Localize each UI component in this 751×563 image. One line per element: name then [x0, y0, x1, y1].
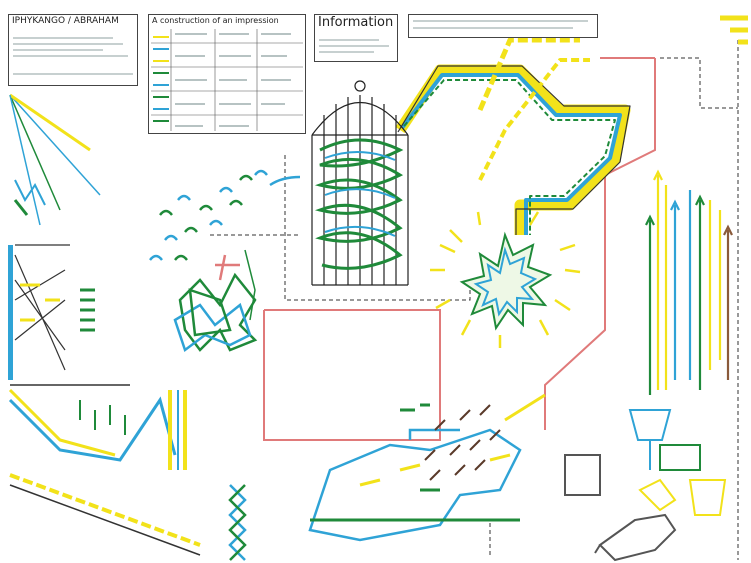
note-panel — [408, 14, 598, 38]
info-text-line — [319, 39, 379, 41]
river-arrows — [425, 405, 500, 480]
bottom-left-diagonals — [10, 475, 245, 560]
corner-bars — [720, 18, 748, 42]
info-text-line — [319, 51, 374, 53]
arrow-icon-group — [646, 172, 732, 395]
tangle-knot — [175, 250, 255, 350]
bird-icon-flock — [150, 171, 300, 260]
page-title: IPHYKANGO / ABRAHAM — [12, 16, 119, 26]
title-text-line — [13, 73, 133, 75]
note-text-line — [413, 20, 588, 22]
info-panel: Information — [314, 14, 398, 62]
burst-icon — [430, 212, 580, 348]
title-text-line — [13, 49, 103, 51]
river-outline — [310, 430, 520, 540]
title-panel: IPHYKANGO / ABRAHAM — [8, 14, 138, 86]
left-fan — [10, 95, 100, 225]
mid-left-zigzag — [10, 385, 185, 470]
cup-icon — [565, 410, 725, 515]
title-text-line — [13, 43, 123, 45]
title-text-line — [13, 55, 128, 57]
note-text-line — [413, 27, 573, 29]
pipe — [398, 40, 630, 235]
left-crossings — [8, 245, 95, 380]
title-text-line — [13, 37, 113, 39]
info-title: Information — [318, 15, 393, 30]
legend-swatches — [149, 15, 305, 133]
bottle-icon — [595, 515, 675, 560]
legend-panel: A construction of an impression — [148, 14, 306, 134]
info-text-line — [319, 45, 389, 47]
